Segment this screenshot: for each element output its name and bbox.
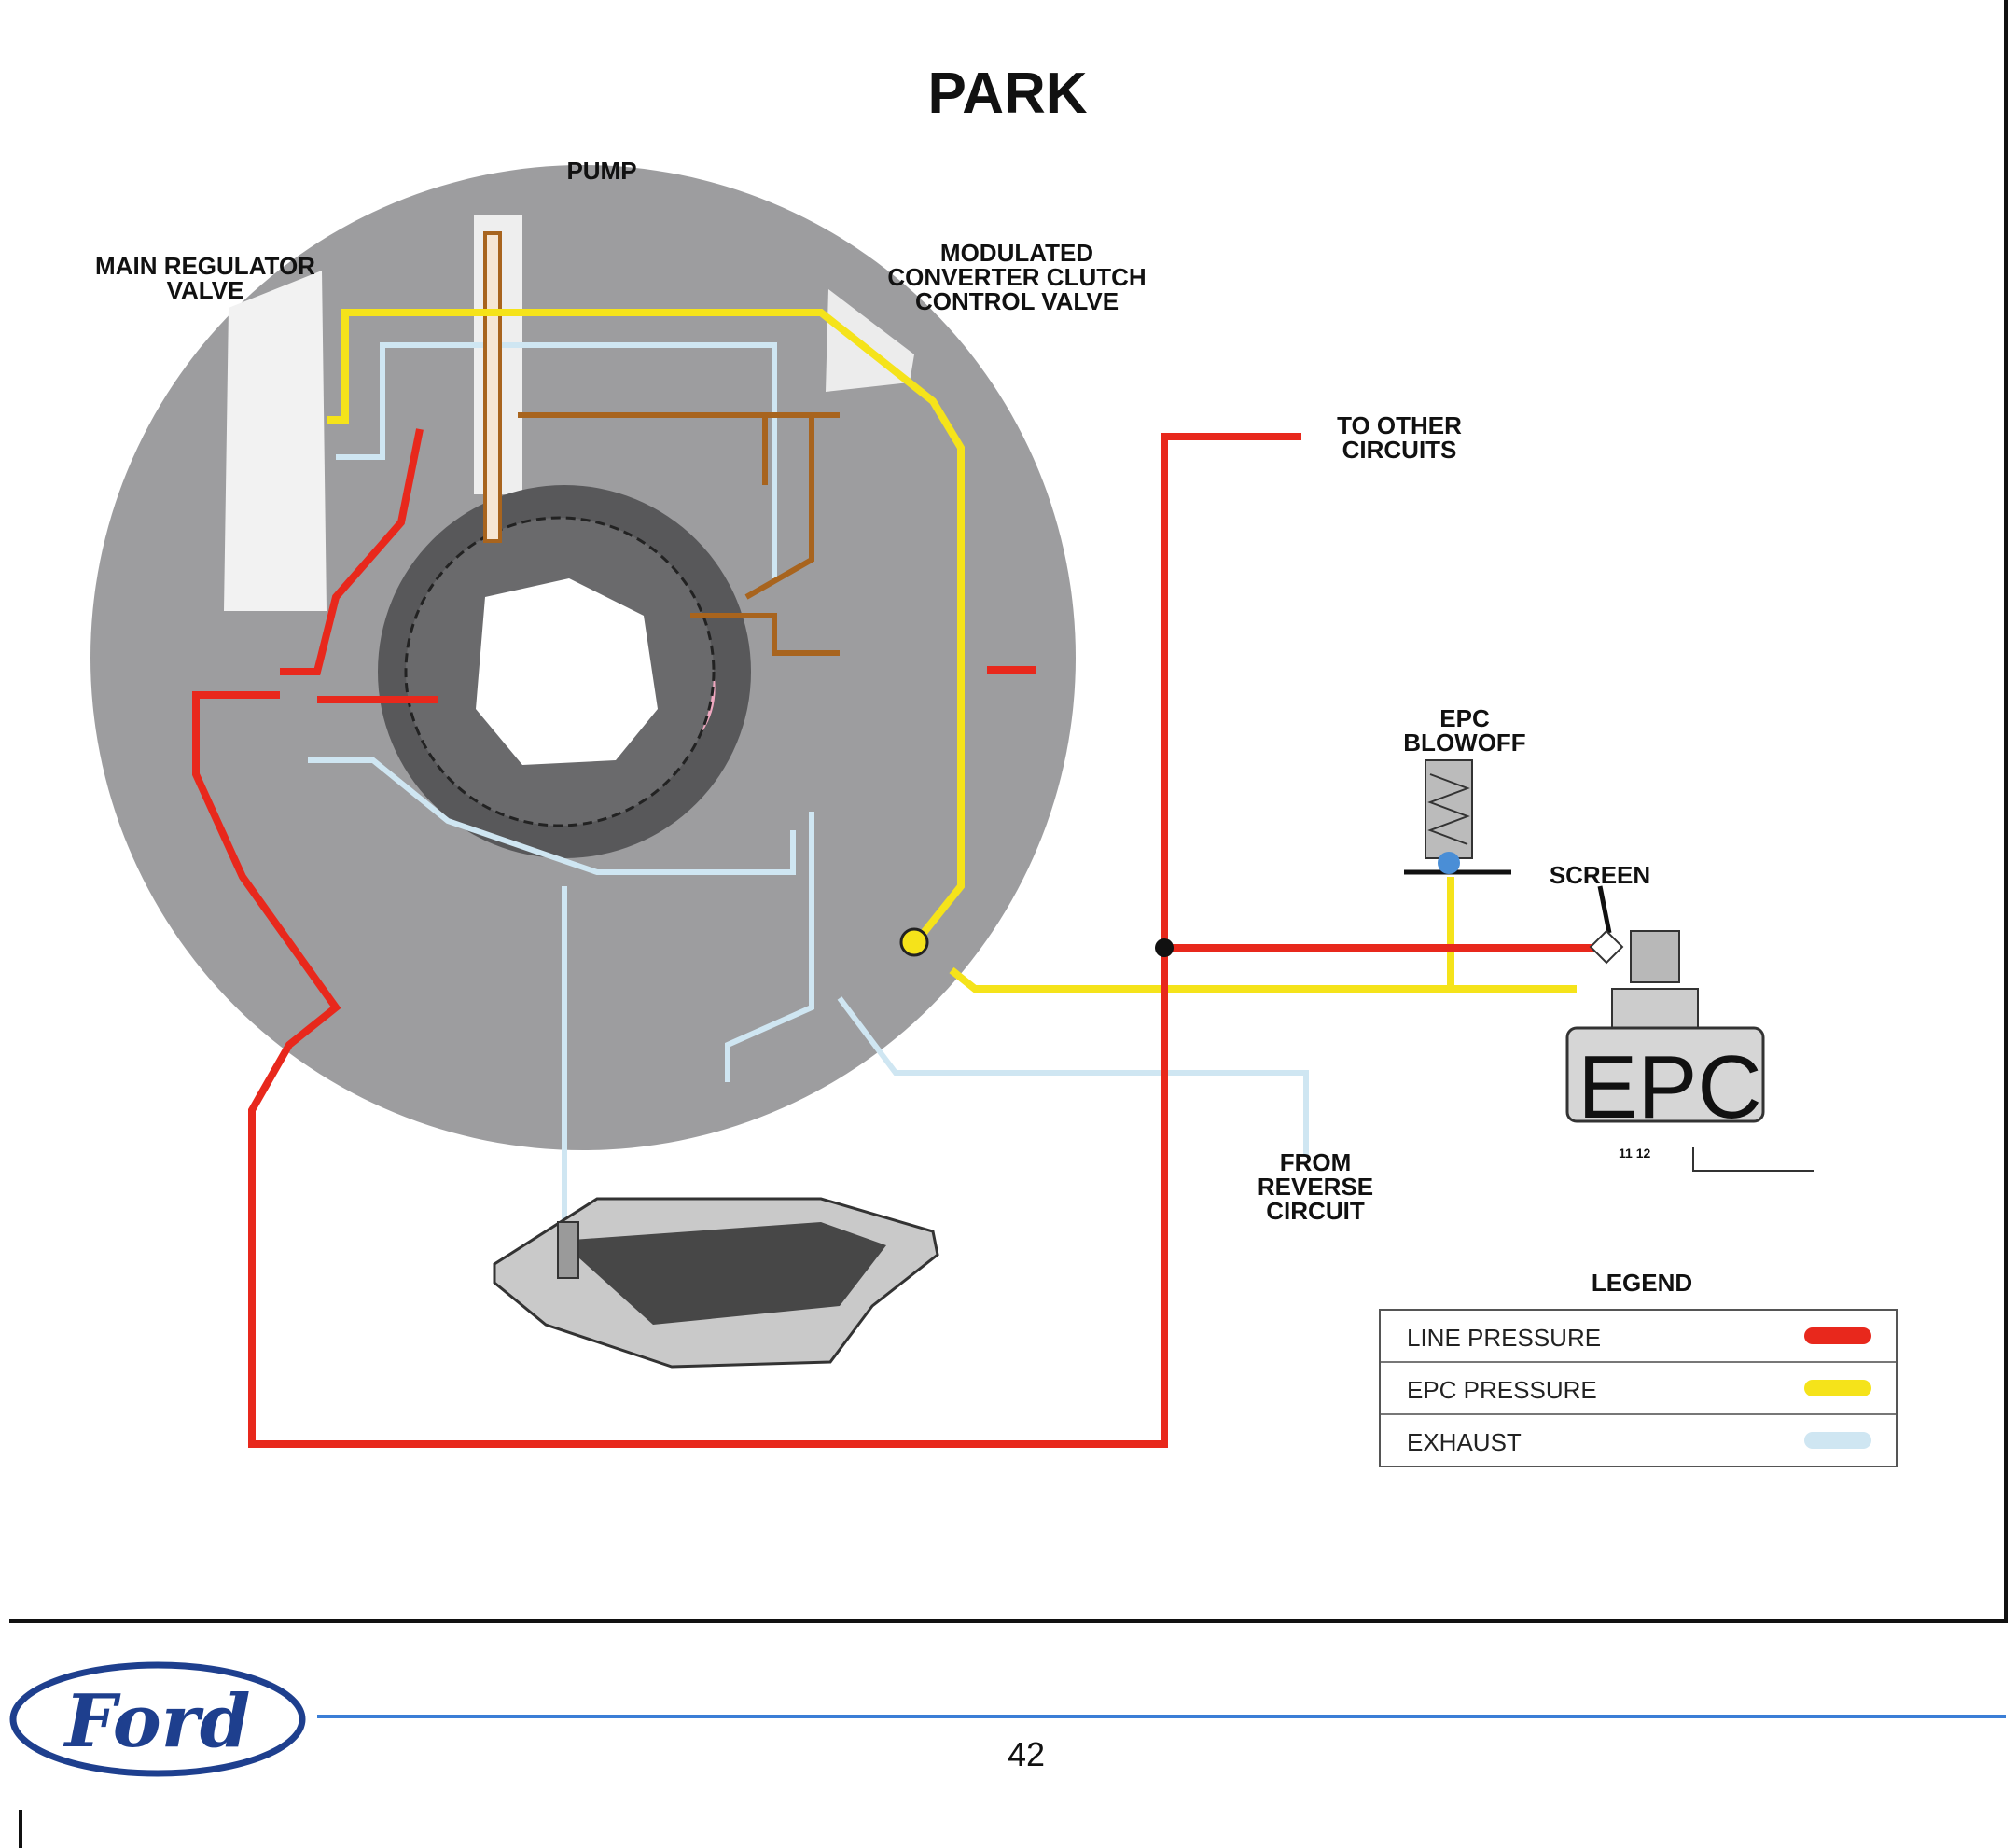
legend-row-exhaust: EXHAUST [1381,1415,1896,1466]
line-pressure-circuit [192,428,1600,1448]
pump-label: PUMP [566,157,637,185]
legend-label: EPC PRESSURE [1407,1376,1597,1404]
epc-solenoid-label: EPC [1578,1037,1762,1137]
epc-pressure-circuit [327,309,1577,993]
legend-swatch [1804,1327,1871,1344]
legend-title: LEGEND [1591,1269,1693,1297]
main-regulator-bore [224,271,327,611]
to-other-circuits-label: TO OTHER CIRCUITS [1337,411,1462,464]
legend-label: EXHAUST [1407,1428,1522,1456]
page-number: 42 [1007,1735,1046,1773]
pump-inner-bore [476,578,658,765]
epc-blowoff-valve [1404,759,1511,875]
ford-logo [9,1661,306,1777]
ford-logo-wordmark: Ford [64,1679,251,1764]
oil-pan [493,1197,939,1369]
exhaust-passages [308,342,1309,1222]
pump-feed-tube [483,231,502,543]
line-junction [1155,938,1174,957]
epc-connector-pins: 11 12 [1619,1146,1651,1160]
legend-swatch [1804,1432,1871,1449]
screen-and-solenoid [1565,885,1814,1172]
converter-clutch-passages [518,412,840,656]
legend-label: LINE PRESSURE [1407,1324,1602,1352]
modulated-converter-clutch-control-valve-label: MODULATED CONVERTER CLUTCH CONTROL VALVE [887,239,1147,315]
legend-swatch [1804,1380,1871,1396]
screen-label: SCREEN [1549,861,1651,889]
epc-blowoff-label: EPC BLOWOFF [1403,704,1526,757]
main-regulator-valve-label: MAIN REGULATOR VALVE [95,252,315,304]
legend-row-epc-pressure: EPC PRESSURE [1381,1363,1896,1415]
from-reverse-circuit-label: FROM REVERSE CIRCUIT [1257,1148,1374,1225]
epc-port [899,927,929,957]
legend: LINE PRESSURE EPC PRESSURE EXHAUST [1379,1309,1898,1467]
legend-row-line-pressure: LINE PRESSURE [1381,1311,1896,1363]
page-title: PARK [927,62,1088,126]
